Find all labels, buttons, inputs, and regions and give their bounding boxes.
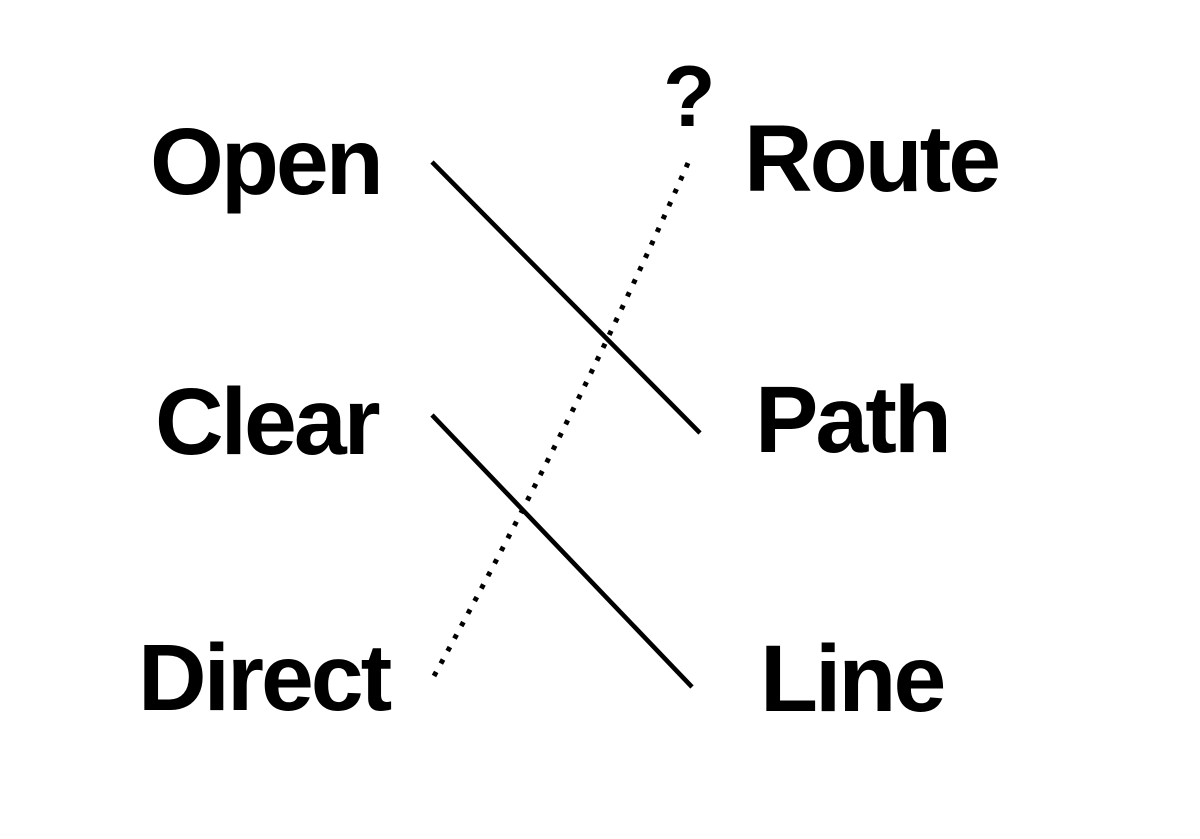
word-route: Route (744, 106, 1001, 212)
word-clear: Clear (155, 369, 381, 475)
word-direct: Direct (138, 625, 392, 731)
line-open-path (430, 160, 702, 435)
line-direct-route-dotted (431, 161, 691, 678)
line-clear-line (430, 413, 694, 689)
word-path: Path (755, 367, 952, 473)
question-mark: ? (663, 49, 716, 145)
word-open: Open (150, 109, 384, 215)
word-line: Line (760, 626, 946, 732)
